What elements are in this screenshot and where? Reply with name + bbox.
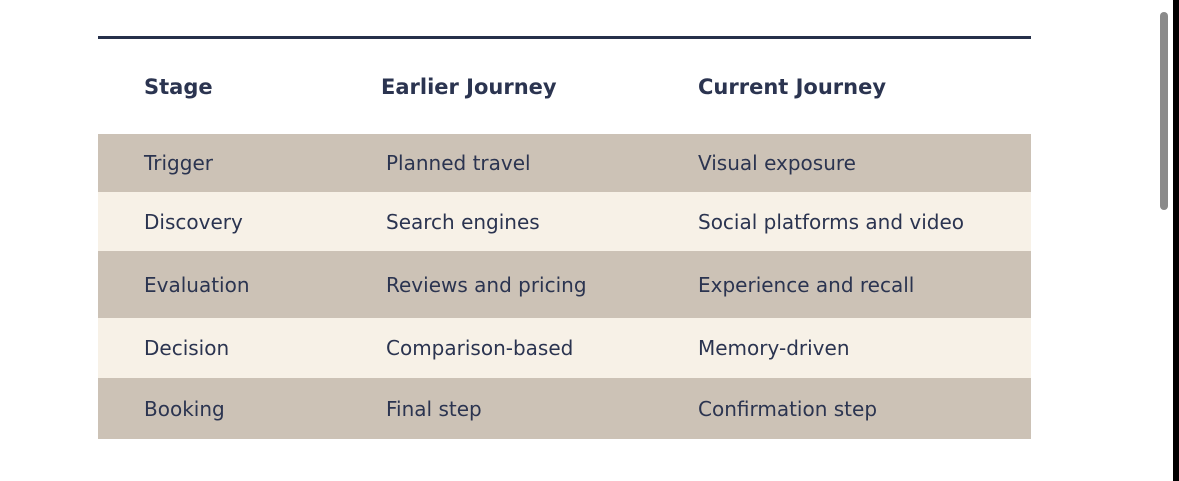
table-row: Evaluation Reviews and pricing Experienc… — [98, 251, 1031, 318]
cell-stage: Discovery — [144, 209, 243, 234]
cell-current: Confirmation step — [698, 396, 878, 421]
table-header-row: Stage Earlier Journey Current Journey — [98, 39, 1031, 134]
cell-stage: Trigger — [144, 151, 213, 175]
vertical-scrollbar-thumb[interactable] — [1160, 12, 1168, 210]
cell-current: Memory-driven — [698, 336, 850, 360]
table-row: Discovery Search engines Social platform… — [98, 192, 1031, 251]
cell-earlier: Search engines — [386, 209, 540, 234]
journey-comparison-table: Stage Earlier Journey Current Journey Tr… — [98, 36, 1031, 439]
cell-earlier: Reviews and pricing — [386, 272, 587, 297]
table-row: Trigger Planned travel Visual exposure — [98, 134, 1031, 192]
table-row: Booking Final step Confirmation step — [98, 378, 1031, 439]
header-current-journey: Current Journey — [698, 74, 887, 99]
cell-earlier: Final step — [386, 396, 482, 421]
cell-stage: Booking — [144, 396, 225, 421]
table-row: Decision Comparison-based Memory-driven — [98, 318, 1031, 378]
header-earlier-journey: Earlier Journey — [381, 74, 557, 99]
header-stage: Stage — [144, 74, 213, 99]
cell-current: Experience and recall — [698, 272, 915, 297]
cell-current: Social platforms and video — [698, 209, 965, 234]
cell-earlier: Comparison-based — [386, 336, 574, 360]
cell-earlier: Planned travel — [386, 151, 531, 175]
cell-stage: Decision — [144, 336, 230, 360]
cell-current: Visual exposure — [698, 151, 856, 175]
cell-stage: Evaluation — [144, 272, 250, 297]
comparison-table: Stage Earlier Journey Current Journey Tr… — [98, 39, 1031, 439]
